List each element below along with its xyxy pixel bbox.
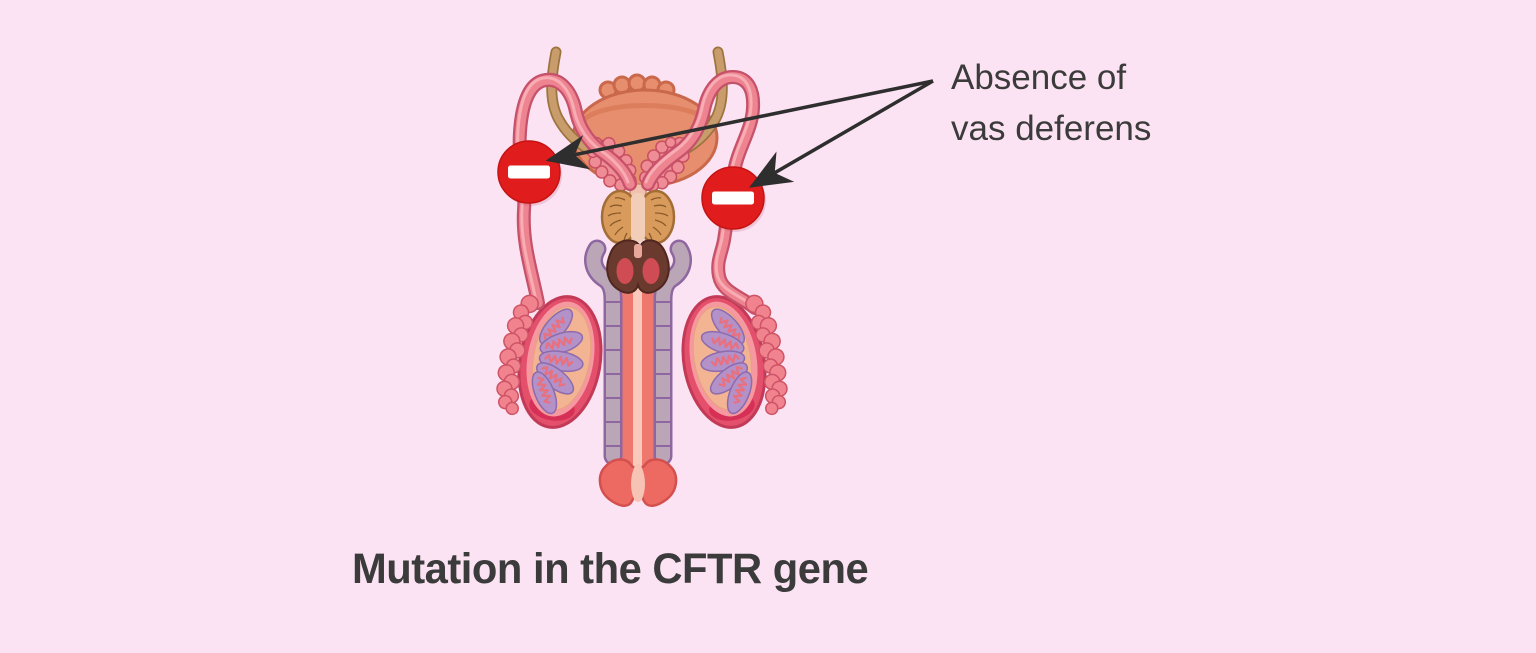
testis-right — [681, 295, 767, 429]
annotation-line-1: Absence of — [951, 58, 1127, 97]
arrow-to-left-vas — [545, 79, 934, 170]
no-entry-icon-right — [701, 166, 766, 232]
annotation-arrows — [545, 79, 934, 188]
glans — [598, 458, 678, 507]
vas-deferens-right — [641, 70, 762, 315]
corpus-cavernosum-left — [584, 239, 623, 466]
corpus-cavernosum-right — [653, 239, 692, 466]
annotation-label: Absence of vas deferens — [951, 52, 1151, 155]
figure-caption: Mutation in the CFTR gene — [352, 545, 869, 593]
prostate — [600, 189, 676, 245]
annotation-line-2: vas deferens — [951, 109, 1152, 149]
testis-left — [517, 295, 603, 429]
penile-bulb — [606, 239, 670, 294]
arrow-to-right-vas — [748, 79, 934, 188]
no-entry-icon-left — [497, 140, 562, 206]
